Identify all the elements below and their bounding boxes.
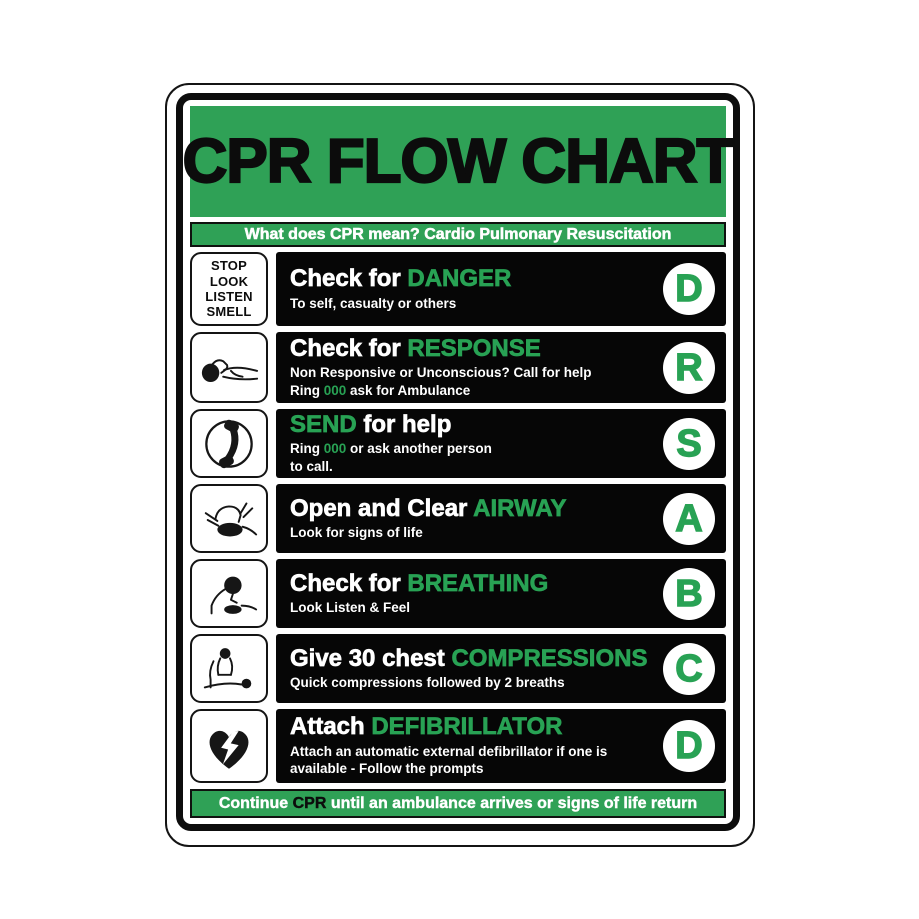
step-desc: Ring 000 or ask another person to call. (290, 440, 648, 475)
step-bar: Check for RESPONSE Non Responsive or Unc… (276, 332, 726, 404)
step-title: Attach DEFIBRILLATOR (290, 713, 563, 741)
letter-badge-a: A (663, 492, 715, 545)
step-title: SEND for help (290, 410, 452, 438)
step-row-send: SEND for help Ring 000 or ask another pe… (190, 409, 726, 479)
title-block: CPR FLOW CHART (181, 106, 736, 218)
check-breathing-icon (190, 559, 268, 629)
step-row-compressions: Give 30 chest COMPRESSIONS Quick compres… (190, 634, 726, 704)
defibrillator-heart-icon (190, 709, 268, 784)
step-keyword: RESPONSE (407, 334, 541, 362)
step-title-pre: Check for (290, 265, 408, 293)
footer-text: Continue CPR until an ambulance arrives … (218, 794, 698, 812)
step-row-airway: Open and Clear AIRWAY Look for signs of … (190, 484, 726, 554)
subtitle-bar: What does CPR mean? Cardio Pulmonary Res… (190, 222, 726, 248)
telephone-icon (190, 409, 268, 479)
steps-list: STOP LOOK LISTEN SMELL Check for DANGER … (190, 252, 726, 784)
step-keyword: DANGER (407, 265, 512, 293)
footer-bar: Continue CPR until an ambulance arrives … (190, 789, 726, 818)
step-desc: Quick compressions followed by 2 breaths (290, 674, 648, 692)
step-desc-line: available - Follow the prompts (290, 761, 484, 777)
step-desc-line: Quick compressions followed by 2 breaths (290, 675, 565, 691)
step-keyword: AIRWAY (473, 494, 567, 522)
icon-text-line: LISTEN (205, 289, 253, 305)
step-bar: Give 30 chest COMPRESSIONS Quick compres… (276, 634, 726, 704)
step-desc: Attach an automatic external defibrillat… (290, 743, 648, 778)
letter-badge-c: C (663, 642, 715, 695)
step-desc-line: To self, casualty or others (290, 295, 457, 311)
unconscious-person-icon (190, 332, 268, 404)
step-title: Check for RESPONSE (290, 334, 541, 362)
step-bar: Attach DEFIBRILLATOR Attach an automatic… (276, 709, 726, 784)
step-desc: Non Responsive or Unconscious? Call for … (290, 364, 648, 399)
letter-badge-s: S (663, 417, 715, 470)
step-bar: SEND for help Ring 000 or ask another pe… (276, 409, 726, 479)
icon-text-line: LOOK (209, 273, 249, 289)
step-desc: Look for signs of life (290, 524, 648, 542)
step-row-danger: STOP LOOK LISTEN SMELL Check for DANGER … (190, 252, 726, 327)
icon-text-line: STOP (211, 258, 247, 274)
open-airway-icon (190, 484, 268, 554)
step-bar: Check for BREATHING Look Listen & Feel B (276, 559, 726, 629)
letter-badge-b: B (663, 567, 715, 620)
step-desc-line: Ring 000 or ask another person (290, 441, 492, 457)
step-keyword: DEFIBRILLATOR (371, 713, 563, 741)
step-desc-line: Look for signs of life (290, 525, 423, 541)
step-row-defibrillator: Attach DEFIBRILLATOR Attach an automatic… (190, 709, 726, 784)
step-title: Open and Clear AIRWAY (290, 494, 567, 522)
step-bar: Open and Clear AIRWAY Look for signs of … (276, 484, 726, 554)
step-row-response: Check for RESPONSE Non Responsive or Unc… (190, 332, 726, 404)
letter-badge-r: R (663, 341, 715, 394)
step-desc-line: Look Listen & Feel (290, 600, 411, 616)
stop-look-listen-smell-icon: STOP LOOK LISTEN SMELL (190, 252, 268, 327)
sign-die-cut-outline: CPR FLOW CHART What does CPR mean? Cardi… (165, 83, 755, 847)
step-desc: To self, casualty or others (290, 295, 648, 313)
step-keyword: SEND (290, 410, 357, 438)
step-title: Give 30 chest COMPRESSIONS (290, 644, 648, 672)
chest-compressions-icon (190, 634, 268, 704)
step-desc-line: to call. (290, 458, 333, 474)
step-keyword: COMPRESSIONS (451, 644, 648, 672)
step-row-breathing: Check for BREATHING Look Listen & Feel B (190, 559, 726, 629)
step-bar: Check for DANGER To self, casualty or ot… (276, 252, 726, 327)
step-desc-line: Attach an automatic external defibrillat… (290, 743, 608, 759)
letter-badge-d: D (663, 263, 715, 316)
step-title: Check for BREATHING (290, 569, 549, 597)
subtitle-text: What does CPR mean? Cardio Pulmonary Res… (244, 225, 672, 243)
step-desc-line: Non Responsive or Unconscious? Call for … (290, 365, 592, 381)
footer-cpr-highlight: CPR (292, 794, 327, 812)
step-desc: Look Listen & Feel (290, 599, 648, 617)
icon-text-line: SMELL (206, 304, 252, 320)
cpr-flow-chart-sign: CPR FLOW CHART What does CPR mean? Cardi… (176, 93, 740, 831)
step-keyword: BREATHING (407, 569, 549, 597)
letter-badge-d2: D (663, 720, 715, 773)
step-desc-line: Ring 000 ask for Ambulance (290, 382, 471, 398)
page-title: CPR FLOW CHART (181, 126, 735, 197)
step-title: Check for DANGER (290, 265, 648, 293)
